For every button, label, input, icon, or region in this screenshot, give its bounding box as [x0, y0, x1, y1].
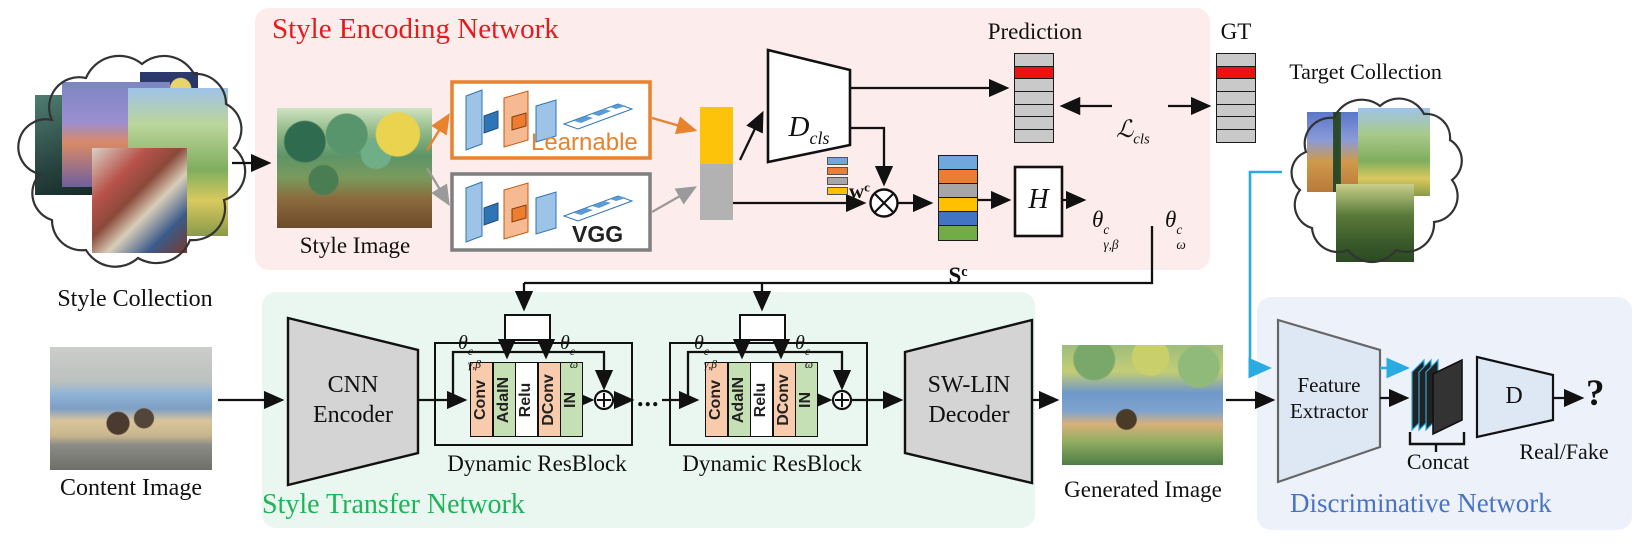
dcls-label: Dcls: [788, 111, 830, 149]
style-image-label: Style Image: [299, 233, 411, 258]
feature-extractor-label: Feature Extractor: [1289, 373, 1369, 424]
content-image-label: Content Image: [60, 475, 202, 501]
resblock2-in-label: IN: [797, 392, 814, 408]
transfer-network-title: Style Transfer Network: [262, 489, 525, 520]
style-collection-painting-5: [92, 148, 187, 253]
gt-stack: [1216, 53, 1256, 143]
style-image: [277, 108, 432, 228]
swlin-decoder-label: SW-LIN Decoder: [927, 372, 1011, 428]
resblock1-conv-label: Conv: [472, 380, 489, 420]
stack-bar: [700, 107, 733, 164]
prediction-stack: [1014, 53, 1054, 143]
stack-bar: [827, 186, 848, 195]
gt-label: GT: [1220, 19, 1252, 44]
resblock2-adain-label: AdaIN: [730, 376, 747, 424]
encoding-network-title: Style Encoding Network: [272, 13, 559, 45]
stack-bar: [1014, 128, 1054, 143]
stack-bar: [827, 166, 848, 176]
resblock2-dconv-label: DConv: [775, 374, 792, 426]
resblock1-label: Dynamic ResBlock: [447, 451, 627, 476]
question-mark-label: ?: [1586, 373, 1605, 414]
resblock1-adain-label: AdaIN: [495, 376, 512, 424]
stack-bar: [700, 163, 733, 220]
target-collection-painting-2: [1358, 108, 1430, 196]
generated-image: [1062, 345, 1223, 465]
sc-label: Sc: [948, 263, 968, 289]
target-collection-painting-3: [1336, 184, 1414, 262]
resblock2-relu-label: Relu: [752, 382, 769, 418]
style-collection-label: Style Collection: [57, 286, 213, 312]
prediction-label: Prediction: [987, 19, 1083, 44]
cnn-encoder-label: CNN Encoder: [313, 372, 393, 428]
resblock1-relu-label: Relu: [517, 382, 534, 418]
learnable-label: Learnable: [531, 129, 638, 156]
wc-weight-stack: [827, 157, 848, 195]
resblock1-dconv-label: DConv: [540, 374, 557, 426]
wc-label: wc: [849, 179, 870, 204]
lcls-label: ℒcls: [1116, 117, 1150, 148]
resblock1-in-label: IN: [562, 392, 579, 408]
content-image: [50, 347, 212, 470]
generated-image-label: Generated Image: [1064, 477, 1222, 502]
concat-label: Concat: [1406, 449, 1470, 474]
target-collection-label: Target Collection: [1289, 59, 1442, 84]
d-discriminator-label: D: [1505, 383, 1523, 409]
style-code-bar: [700, 107, 733, 220]
vgg-label: VGG: [572, 221, 624, 247]
resblock-dots: ...: [637, 383, 660, 412]
discriminative-network-title: Discriminative Network: [1290, 488, 1552, 518]
stack-bar: [938, 225, 978, 241]
stack-bar: [827, 157, 848, 166]
target-collection-painting-1: [1307, 112, 1363, 192]
real-fake-label: Real/Fake: [1519, 439, 1609, 464]
h-label: H: [1028, 184, 1049, 215]
stack-bar: [1216, 128, 1256, 143]
sc-style-vector-stack: [938, 155, 978, 241]
resblock2-label: Dynamic ResBlock: [682, 451, 862, 476]
stack-bar: [827, 176, 848, 186]
resblock2-conv-label: Conv: [707, 380, 724, 420]
